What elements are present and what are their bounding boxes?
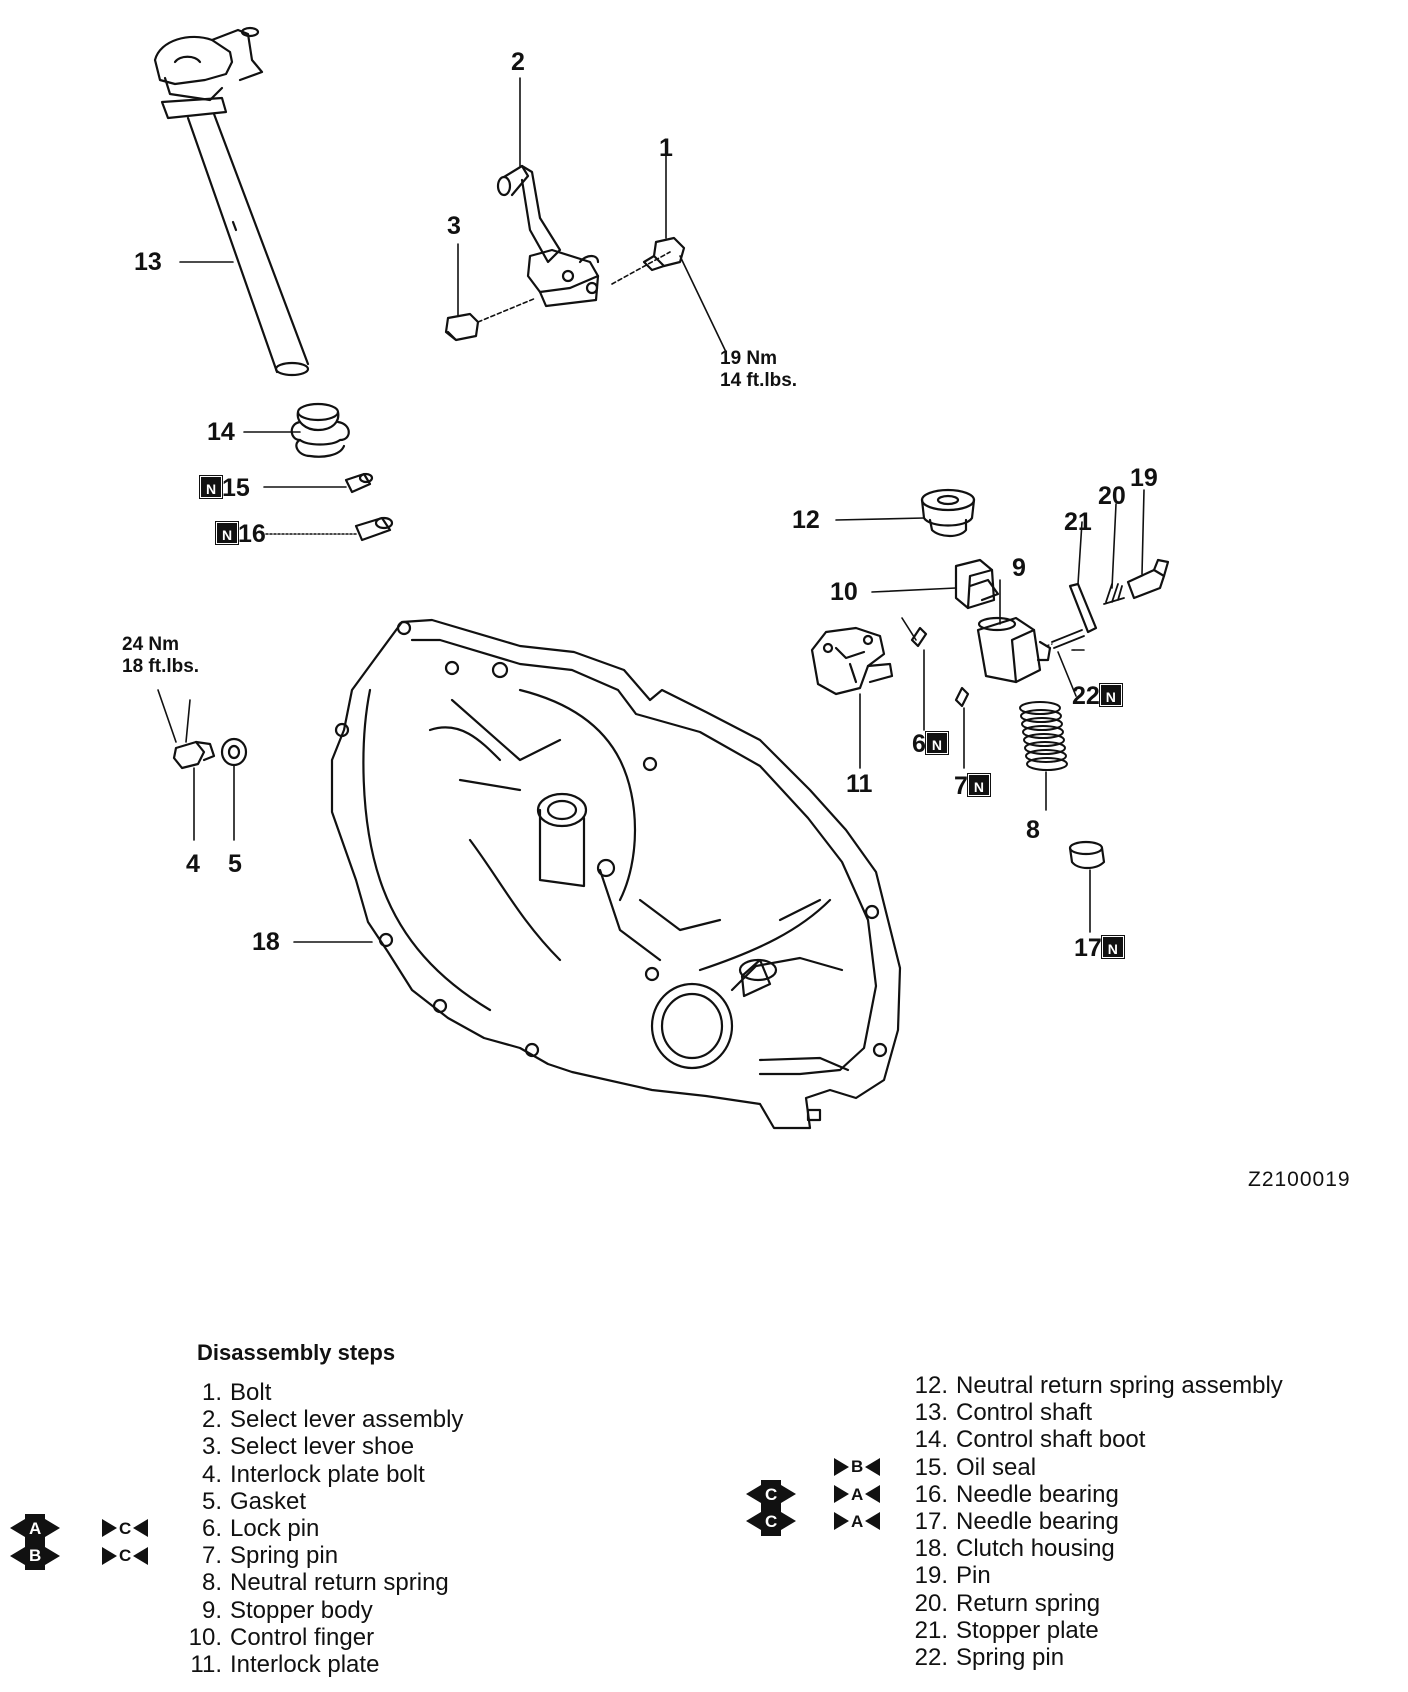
stopper-body-drawing — [976, 616, 1052, 684]
disassembly-mark: B — [10, 1541, 61, 1571]
select-lever-shoe-drawing — [444, 312, 480, 342]
callout-3: 3 — [447, 212, 461, 240]
callout-14: 14 — [207, 418, 235, 446]
torque-spec-interlock-bolt: 24 Nm 18 ft.lbs. — [122, 634, 199, 678]
assembly-mark: A — [834, 1481, 881, 1508]
assembly-mark: C — [102, 1542, 149, 1569]
callout-11: 11 — [846, 770, 873, 798]
new-part-mark: N — [199, 475, 223, 499]
callout-18: 18 — [252, 928, 280, 956]
new-part-mark: N — [966, 773, 991, 797]
callout-9: 9 — [1012, 554, 1026, 582]
step-item: B 15.Oil seal — [834, 1454, 1283, 1481]
callout-2: 2 — [511, 48, 525, 76]
control-shaft-drawing — [153, 26, 310, 377]
assembly-mark: B — [834, 1454, 881, 1481]
steps-list-left: 1.Bolt 2.Select lever assembly 3.Select … — [10, 1379, 464, 1678]
step-item: 5.Gasket — [201, 1487, 307, 1515]
step-item: 1.Bolt — [201, 1379, 272, 1406]
neutral-return-spring-assembly-drawing — [920, 488, 976, 538]
step-item: 14.Control shaft boot — [914, 1426, 1146, 1454]
callout-5: 5 — [228, 850, 242, 878]
control-finger-drawing — [954, 558, 1000, 610]
torque-nm: 19 Nm — [720, 348, 778, 369]
callout-13: 13 — [134, 248, 162, 276]
step-item: 18.Clutch housing — [914, 1535, 1115, 1563]
step-item: 12.Neutral return spring assembly — [914, 1372, 1283, 1399]
lock-pin-drawing — [910, 626, 928, 648]
new-part-mark: N — [1098, 683, 1123, 707]
needle-bearing-17-drawing — [1068, 840, 1106, 870]
step-item: 11.Interlock plate — [190, 1650, 380, 1678]
gasket-drawing — [220, 737, 248, 767]
torque-ftlbs: 14 ft.lbs. — [720, 369, 798, 391]
disassembly-mark: C — [746, 1479, 797, 1509]
neutral-return-spring-drawing — [1019, 701, 1068, 771]
step-item: 4.Interlock plate bolt — [201, 1460, 425, 1488]
assembly-mark: A — [834, 1508, 881, 1535]
control-shaft-boot-drawing — [290, 402, 350, 458]
step-item: 3.Select lever shoe — [201, 1433, 415, 1461]
torque-spec-bolt: 19 Nm 14 ft.lbs. — [720, 348, 797, 392]
callout-10: 10 — [830, 578, 858, 606]
step-item: 2.Select lever assembly — [201, 1406, 464, 1434]
leader-dash-bolt — [611, 251, 671, 285]
spring-pin-7-drawing — [954, 686, 970, 708]
disassembly-mark: A — [10, 1513, 61, 1544]
steps-list-right: 12.Neutral return spring assembly 13.Con… — [746, 1372, 1283, 1671]
step-item: A C 6.Lock pin — [10, 1513, 463, 1544]
callout-21: 21 — [1064, 508, 1092, 536]
callout-12: 12 — [792, 506, 820, 534]
pin-19-drawing — [1126, 558, 1170, 600]
step-item: B C 7.Spring pin — [10, 1541, 463, 1571]
step-item: C A 16.Needle bearing — [746, 1479, 1283, 1509]
callout-8: 8 — [1026, 816, 1040, 844]
clutch-housing-drawing — [330, 618, 902, 1130]
select-lever-assembly-drawing — [496, 164, 600, 308]
figure-code: Z2100019 — [1248, 1168, 1351, 1191]
new-part-mark: N — [1100, 935, 1125, 959]
step-item: 21.Stopper plate — [914, 1616, 1099, 1644]
callout-1: 1 — [659, 134, 673, 162]
assembly-mark: C — [102, 1515, 149, 1542]
step-item: 10.Control finger — [188, 1623, 375, 1651]
return-spring-drawing — [1103, 583, 1125, 605]
bolt-drawing — [642, 236, 686, 272]
disassembly-mark: C — [746, 1506, 797, 1537]
interlock-plate-bolt-drawing — [172, 740, 216, 770]
step-item: 13.Control shaft — [914, 1399, 1093, 1427]
leader-dash-shoe — [477, 297, 537, 323]
step-item: C A 17.Needle bearing — [746, 1506, 1283, 1537]
new-part-mark: N — [924, 731, 949, 755]
step-item: 8.Neutral return spring — [201, 1569, 449, 1597]
step-item: 19.Pin — [914, 1562, 991, 1590]
step-item: 20.Return spring — [914, 1589, 1101, 1617]
interlock-plate-drawing — [810, 626, 894, 696]
callout-20: 20 — [1098, 482, 1126, 510]
needle-bearing-16-drawing — [354, 516, 394, 542]
steps-title: Disassembly steps — [197, 1340, 396, 1365]
callout-19: 19 — [1130, 464, 1158, 492]
step-item: 9.Stopper body — [201, 1596, 373, 1624]
torque-ftlbs: 18 ft.lbs. — [122, 655, 200, 677]
stopper-plate-drawing — [1068, 582, 1098, 634]
step-item: 22.Spring pin — [914, 1643, 1065, 1671]
new-part-mark: N — [215, 521, 239, 545]
callout-4: 4 — [186, 850, 200, 878]
oil-seal-drawing — [344, 472, 374, 494]
spring-pin-22-drawing — [1051, 629, 1085, 649]
leader-lines — [157, 77, 1145, 943]
torque-nm: 24 Nm — [122, 634, 180, 655]
